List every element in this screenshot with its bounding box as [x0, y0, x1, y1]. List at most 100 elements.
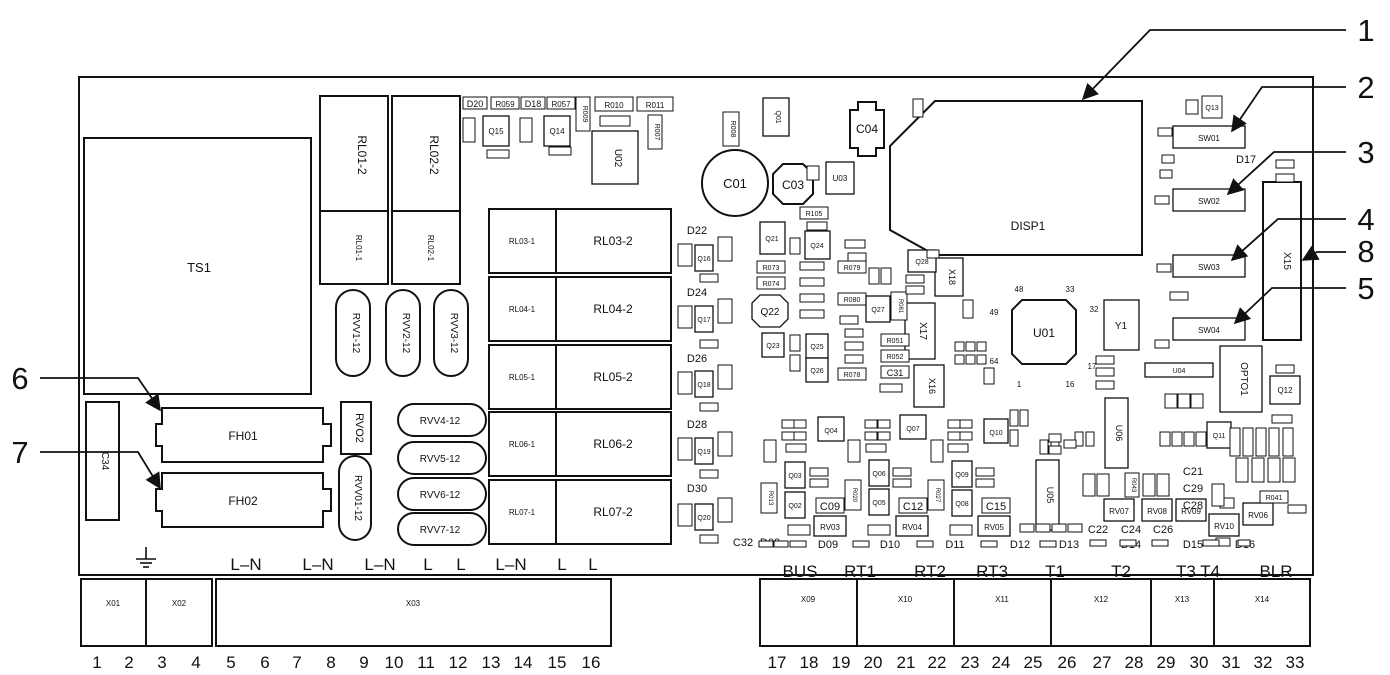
fuse-holder-fh01: FH01	[155, 407, 332, 463]
svg-text:17: 17	[1088, 362, 1097, 371]
svg-text:RL04-1: RL04-1	[509, 305, 536, 314]
terminal-number: 24	[992, 653, 1011, 672]
ground-icon	[136, 547, 156, 568]
smd-component	[975, 467, 995, 477]
smd-component	[947, 443, 969, 453]
svg-text:D10: D10	[880, 539, 900, 551]
terminal-number: 5	[226, 653, 235, 672]
smd-component	[916, 540, 934, 548]
svg-text:L–N: L–N	[230, 555, 261, 574]
svg-text:D13: D13	[1059, 539, 1079, 551]
terminal-number: 12	[449, 653, 468, 672]
svg-text:RVV2-12: RVV2-12	[400, 313, 411, 354]
svg-text:R020: R020	[851, 488, 857, 503]
smd-component	[1096, 473, 1110, 497]
relay-rl02: RL02-2 RL02-1	[391, 95, 461, 285]
callout-3: 3	[1357, 135, 1374, 170]
terminal-number: 2	[124, 653, 133, 672]
optocoupler-opto1: OPTO1	[1219, 345, 1263, 413]
smd-component	[1275, 159, 1295, 169]
smd-component	[847, 252, 867, 262]
smd-component	[1085, 431, 1095, 447]
svg-text:32: 32	[1090, 305, 1099, 314]
svg-text:X10: X10	[898, 595, 913, 604]
svg-text:Q07: Q07	[906, 426, 919, 433]
smd-component	[965, 354, 976, 365]
terminal-blocks: X01 X02 X03 X09 X10 X11 X12 X13 X14	[80, 578, 1311, 647]
capacitor-c34: C34	[85, 401, 120, 521]
smd-component	[1185, 99, 1199, 115]
smd-component	[1159, 169, 1173, 179]
svg-text:C28: C28	[1183, 500, 1203, 512]
svg-text:X16: X16	[927, 378, 937, 394]
smd-component	[699, 402, 719, 412]
smd-component	[799, 261, 825, 271]
svg-text:C34: C34	[99, 452, 110, 471]
svg-text:U05: U05	[1045, 487, 1055, 504]
svg-text:RVV01-12: RVV01-12	[352, 475, 363, 521]
smd-component	[930, 439, 944, 463]
smd-component	[1089, 539, 1107, 547]
smd-component	[717, 431, 733, 457]
smd-component	[1095, 355, 1115, 365]
svg-text:R081: R081	[897, 299, 903, 314]
svg-text:D24: D24	[687, 287, 707, 299]
svg-text:R074: R074	[763, 281, 780, 288]
svg-text:RVV6-12: RVV6-12	[420, 490, 461, 501]
svg-text:T2: T2	[1111, 562, 1131, 581]
smd-component	[1074, 431, 1084, 447]
svg-text:RV09: RV09	[1181, 507, 1201, 516]
svg-text:16: 16	[1066, 380, 1075, 389]
display-disp1: DISP1	[889, 100, 1143, 256]
svg-text:R043: R043	[1130, 478, 1136, 493]
svg-text:D11: D11	[945, 539, 964, 551]
svg-text:RVV7-12: RVV7-12	[420, 525, 461, 536]
smd-component	[799, 277, 825, 287]
relay-drivers: D22 Q16 D24 Q17 D26 Q18 D28 Q19 D30 Q20	[687, 225, 714, 531]
callout-lines	[40, 29, 1346, 490]
relay-rl04: RL04-1 RL04-2	[488, 276, 672, 342]
svg-text:Q16: Q16	[697, 256, 710, 263]
svg-text:Q21: Q21	[765, 236, 778, 243]
varistor-rvv7: RVV7-12	[397, 512, 487, 546]
svg-text:D26: D26	[687, 353, 707, 365]
svg-text:RVV1-12: RVV1-12	[350, 313, 361, 354]
callout-7: 7	[11, 435, 28, 470]
svg-text:C24: C24	[1121, 524, 1141, 536]
svg-text:C21: C21	[1183, 466, 1203, 478]
svg-text:R079: R079	[844, 265, 861, 272]
smd-component	[1156, 473, 1170, 497]
smd-component	[1157, 127, 1173, 137]
smd-component	[1159, 431, 1171, 447]
svg-text:Q13: Q13	[1205, 105, 1218, 112]
smd-component	[1156, 263, 1172, 273]
svg-text:RV05: RV05	[984, 523, 1004, 532]
svg-text:L: L	[456, 555, 465, 574]
right-terminal-labels: BUS RT1 RT2 RT3 T1 T2 T3 T4 BLR	[783, 562, 1293, 581]
smd-component	[844, 354, 864, 364]
svg-text:D09: D09	[818, 539, 838, 551]
svg-text:33: 33	[1066, 285, 1075, 294]
connector-x16: X16	[913, 364, 945, 408]
smd-component	[1169, 291, 1189, 301]
svg-text:R080: R080	[844, 297, 861, 304]
terminal-number: 21	[897, 653, 916, 672]
svg-text:C22: C22	[1088, 524, 1108, 536]
smd-component	[976, 341, 987, 352]
svg-text:C01: C01	[723, 176, 747, 191]
smd-component	[1183, 431, 1195, 447]
connector-x15: X15	[1262, 181, 1302, 341]
svg-text:RV08: RV08	[1147, 507, 1167, 516]
svg-text:X12: X12	[1094, 595, 1109, 604]
svg-text:D12: D12	[1010, 539, 1030, 551]
smd-component	[1095, 380, 1115, 390]
ic-u06: U06	[1104, 397, 1129, 469]
smd-component	[1154, 195, 1170, 205]
terminal-number: 33	[1286, 653, 1305, 672]
smd-component	[1229, 427, 1241, 457]
svg-text:R051: R051	[887, 338, 904, 345]
smd-component	[1019, 523, 1035, 533]
svg-text:RVV3-12: RVV3-12	[448, 313, 459, 354]
ic-u04: U04	[1144, 362, 1214, 378]
